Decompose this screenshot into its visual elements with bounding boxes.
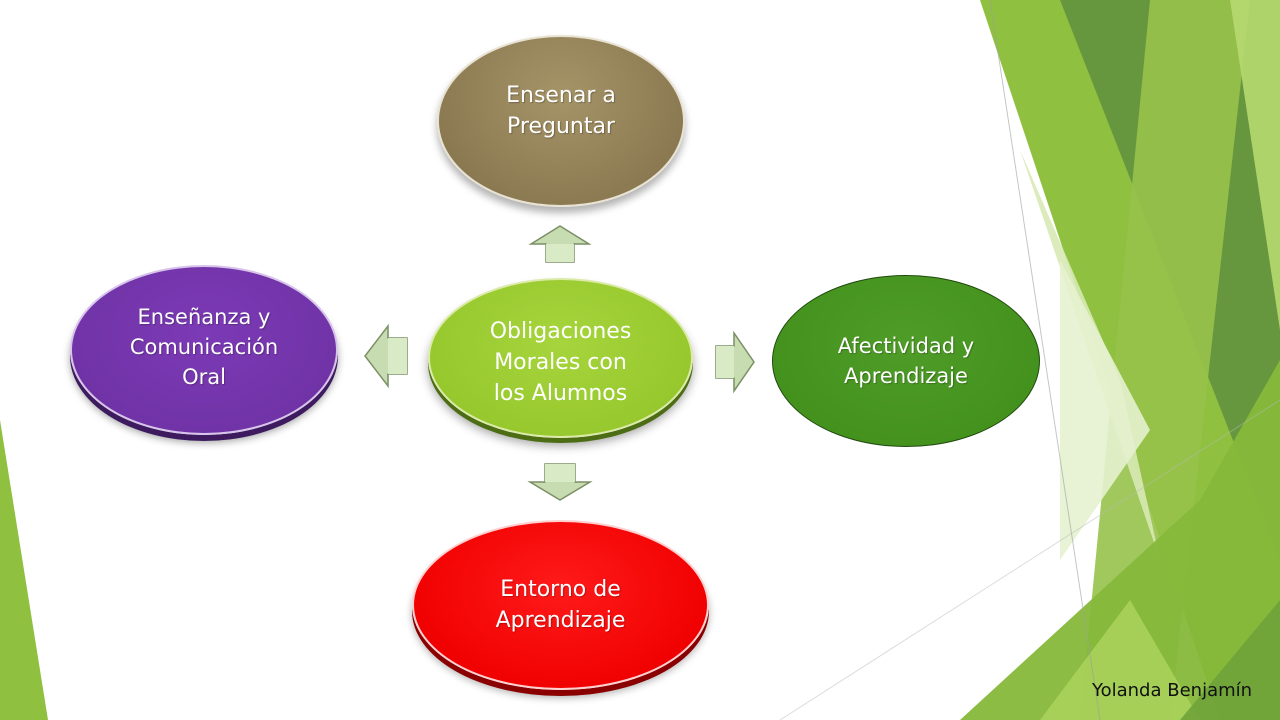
node-label: Ensenar a Preguntar — [506, 83, 616, 139]
thin-lines — [779, 0, 1280, 720]
arrow-up — [528, 225, 592, 263]
arrow-down — [527, 463, 593, 501]
arrow-left — [364, 323, 408, 389]
node-afectividad-y-aprendizaje: Afectividad y Aprendizaje — [772, 275, 1040, 447]
node-label: Entorno de Aprendizaje — [495, 577, 626, 633]
author-name: Yolanda Benjamín — [1092, 680, 1253, 701]
node-ensenar-a-preguntar: Ensenar a Preguntar — [437, 35, 685, 207]
node-entorno-de-aprendizaje: Entorno de Aprendizaje — [412, 520, 709, 690]
node-label: Afectividad y Aprendizaje — [837, 334, 975, 388]
node-obligaciones-morales: Obligaciones Morales con los Alumnos — [428, 278, 693, 438]
arrow-right — [715, 330, 755, 394]
green-ribbon-left — [0, 420, 48, 720]
node-label: Obligaciones Morales con los Alumnos — [489, 318, 632, 406]
node-ensenanza-y-comunicacion-oral: Enseñanza y Comunicación Oral — [70, 265, 338, 435]
green-ribbons-right — [960, 0, 1280, 720]
node-label: Enseñanza y Comunicación Oral — [129, 305, 279, 389]
